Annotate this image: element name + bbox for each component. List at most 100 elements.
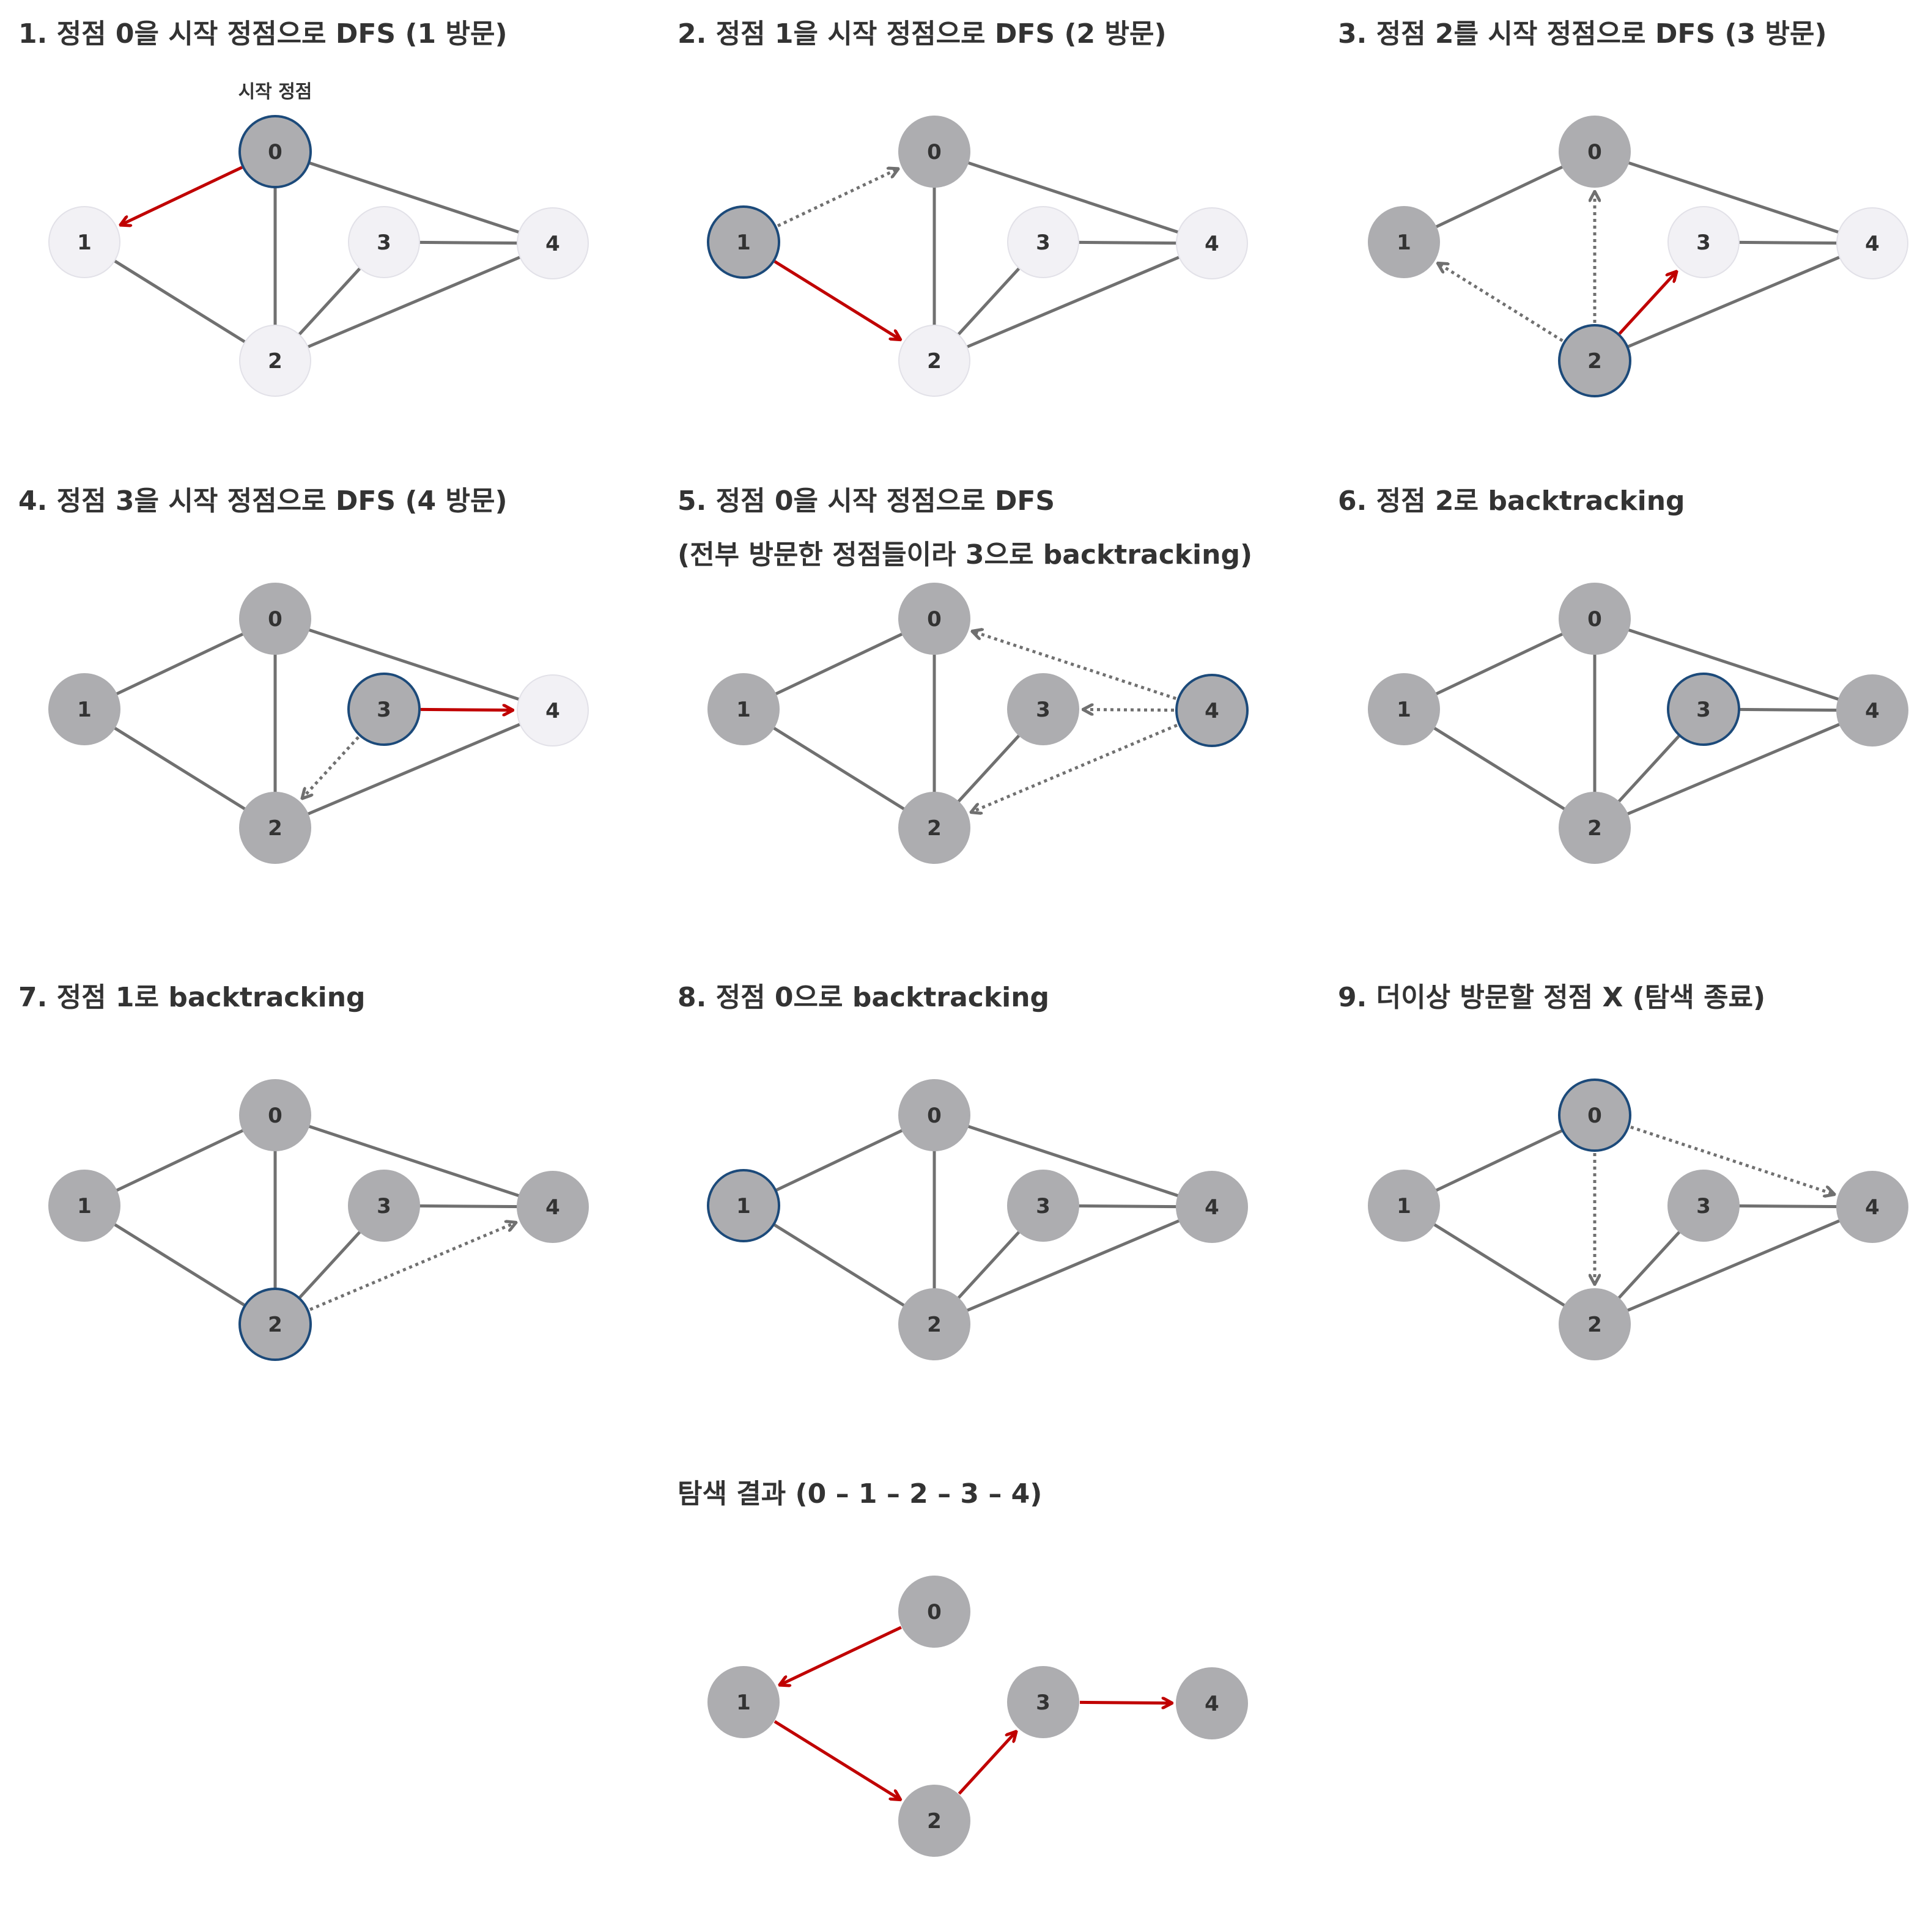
node-3: 3 [347,673,421,746]
step-3-title: 3. 정점 2를 시작 정점으로 DFS (3 방문) [1338,7,1827,61]
edge-0-4 [275,150,553,245]
node-3: 3 [1667,1170,1740,1242]
node-label-4: 4 [1865,699,1880,723]
node-circle-0 [898,583,970,655]
node-label-0: 0 [927,607,942,632]
edge-0-4 [275,617,553,712]
step-2-title-line-1: 2. 정점 1을 시작 정점으로 DFS (2 방문) [678,18,1167,50]
node-0: 0 [1559,583,1631,655]
backtrack-arrow-1-0 [777,169,898,227]
node-label-0: 0 [268,1104,282,1128]
traversal-arrow-3-4 [420,709,512,710]
node-1: 1 [48,206,120,278]
node-circle-1 [48,673,120,745]
step-8-title: 8. 정점 0으로 backtracking [678,971,1049,1025]
node-circle-0 [1559,116,1631,188]
traversal-arrow-1-2 [774,1720,900,1799]
step-4-title: 4. 정점 3을 시작 정점으로 DFS (4 방문) [18,474,508,528]
node-label-1: 1 [736,1194,751,1219]
node-2: 2 [898,1288,970,1360]
edges [83,617,553,830]
node-2: 2 [1559,1288,1631,1360]
traversal-arrow-1-2 [774,260,900,339]
edge-1-2 [83,1204,276,1326]
edges [1403,1113,1873,1326]
edge-2-4 [1594,242,1873,363]
node-label-0: 0 [268,140,282,164]
node-label-1: 1 [1397,230,1411,255]
step-7-title-line-1: 7. 정점 1로 backtracking [18,982,366,1013]
node-circle-2 [1559,792,1631,864]
edges [742,1113,1213,1326]
node-circle-2 [1559,1288,1631,1360]
edges [1403,617,1873,830]
edge-0-4 [934,1113,1213,1209]
step-5-title-line-1: 5. 정점 0을 시작 정점으로 DFS [678,485,1055,517]
node-circle-1 [48,1170,120,1242]
node-label-3: 3 [1036,230,1051,255]
node-circle-0 [898,1079,970,1151]
node-label-4: 4 [545,1195,560,1220]
node-label-3: 3 [377,1194,391,1219]
node-3: 3 [1667,206,1740,278]
node-label-2: 2 [268,349,282,374]
node-label-1: 1 [77,1194,92,1219]
edge-1-2 [1403,707,1596,830]
node-label-3: 3 [1696,698,1711,722]
step-5-title: 5. 정점 0을 시작 정점으로 DFS (전부 방문한 정점들이라 3으로 b… [678,474,1252,582]
node-0: 0 [898,116,970,188]
node-1: 1 [48,1170,120,1242]
node-label-2: 2 [1587,1313,1602,1337]
node-circle-4 [1836,1171,1908,1243]
edge-2-4 [934,1205,1213,1326]
node-circle-4 [1176,1171,1248,1243]
node-label-4: 4 [1865,1195,1880,1220]
node-1: 1 [1368,206,1440,278]
node-circle-2 [239,792,311,864]
node-circle-1 [1368,673,1440,745]
node-circle-1 [707,205,780,279]
traversal-arrow-2-3 [958,1732,1016,1795]
node-3: 3 [1007,1170,1079,1242]
node-circle-3 [348,1170,420,1242]
node-circle-2 [898,1288,970,1360]
backtrack-arrow-2-4 [309,1223,515,1311]
node-circle-4 [517,1171,589,1243]
node-label-3: 3 [377,230,391,255]
node-circle-3 [1007,673,1079,745]
node-circle-1 [1368,206,1440,278]
node-2: 2 [898,325,970,397]
node-0: 0 [898,583,970,655]
node-label-0: 0 [927,1600,942,1624]
traversal-arrow-0-1 [780,1626,902,1685]
node-label-4: 4 [1205,699,1219,723]
node-circle-2 [898,325,970,397]
edge-1-2 [1403,1204,1596,1326]
node-circle-4 [1836,207,1908,279]
node-circle-1 [707,673,780,745]
step-3-title-line-1: 3. 정점 2를 시작 정점으로 DFS (3 방문) [1338,18,1827,50]
node-4: 4 [1836,207,1908,279]
backtrack-arrow-2-1 [1438,264,1564,342]
node-4: 4 [1176,207,1248,279]
step-2-title: 2. 정점 1을 시작 정점으로 DFS (2 방문) [678,7,1167,61]
node-label-4: 4 [1865,232,1880,256]
edges [83,1113,553,1326]
node-label-2: 2 [927,816,942,841]
edge-0-4 [1594,617,1873,712]
node-circle-1 [48,206,120,278]
node-4: 4 [1836,674,1908,747]
edge-0-4 [1594,150,1873,245]
edge-2-4 [934,242,1213,363]
step-4-title-line-1: 4. 정점 3을 시작 정점으로 DFS (4 방문) [18,485,508,517]
step-5-title-line-2: (전부 방문한 정점들이라 3으로 backtracking) [678,539,1253,570]
